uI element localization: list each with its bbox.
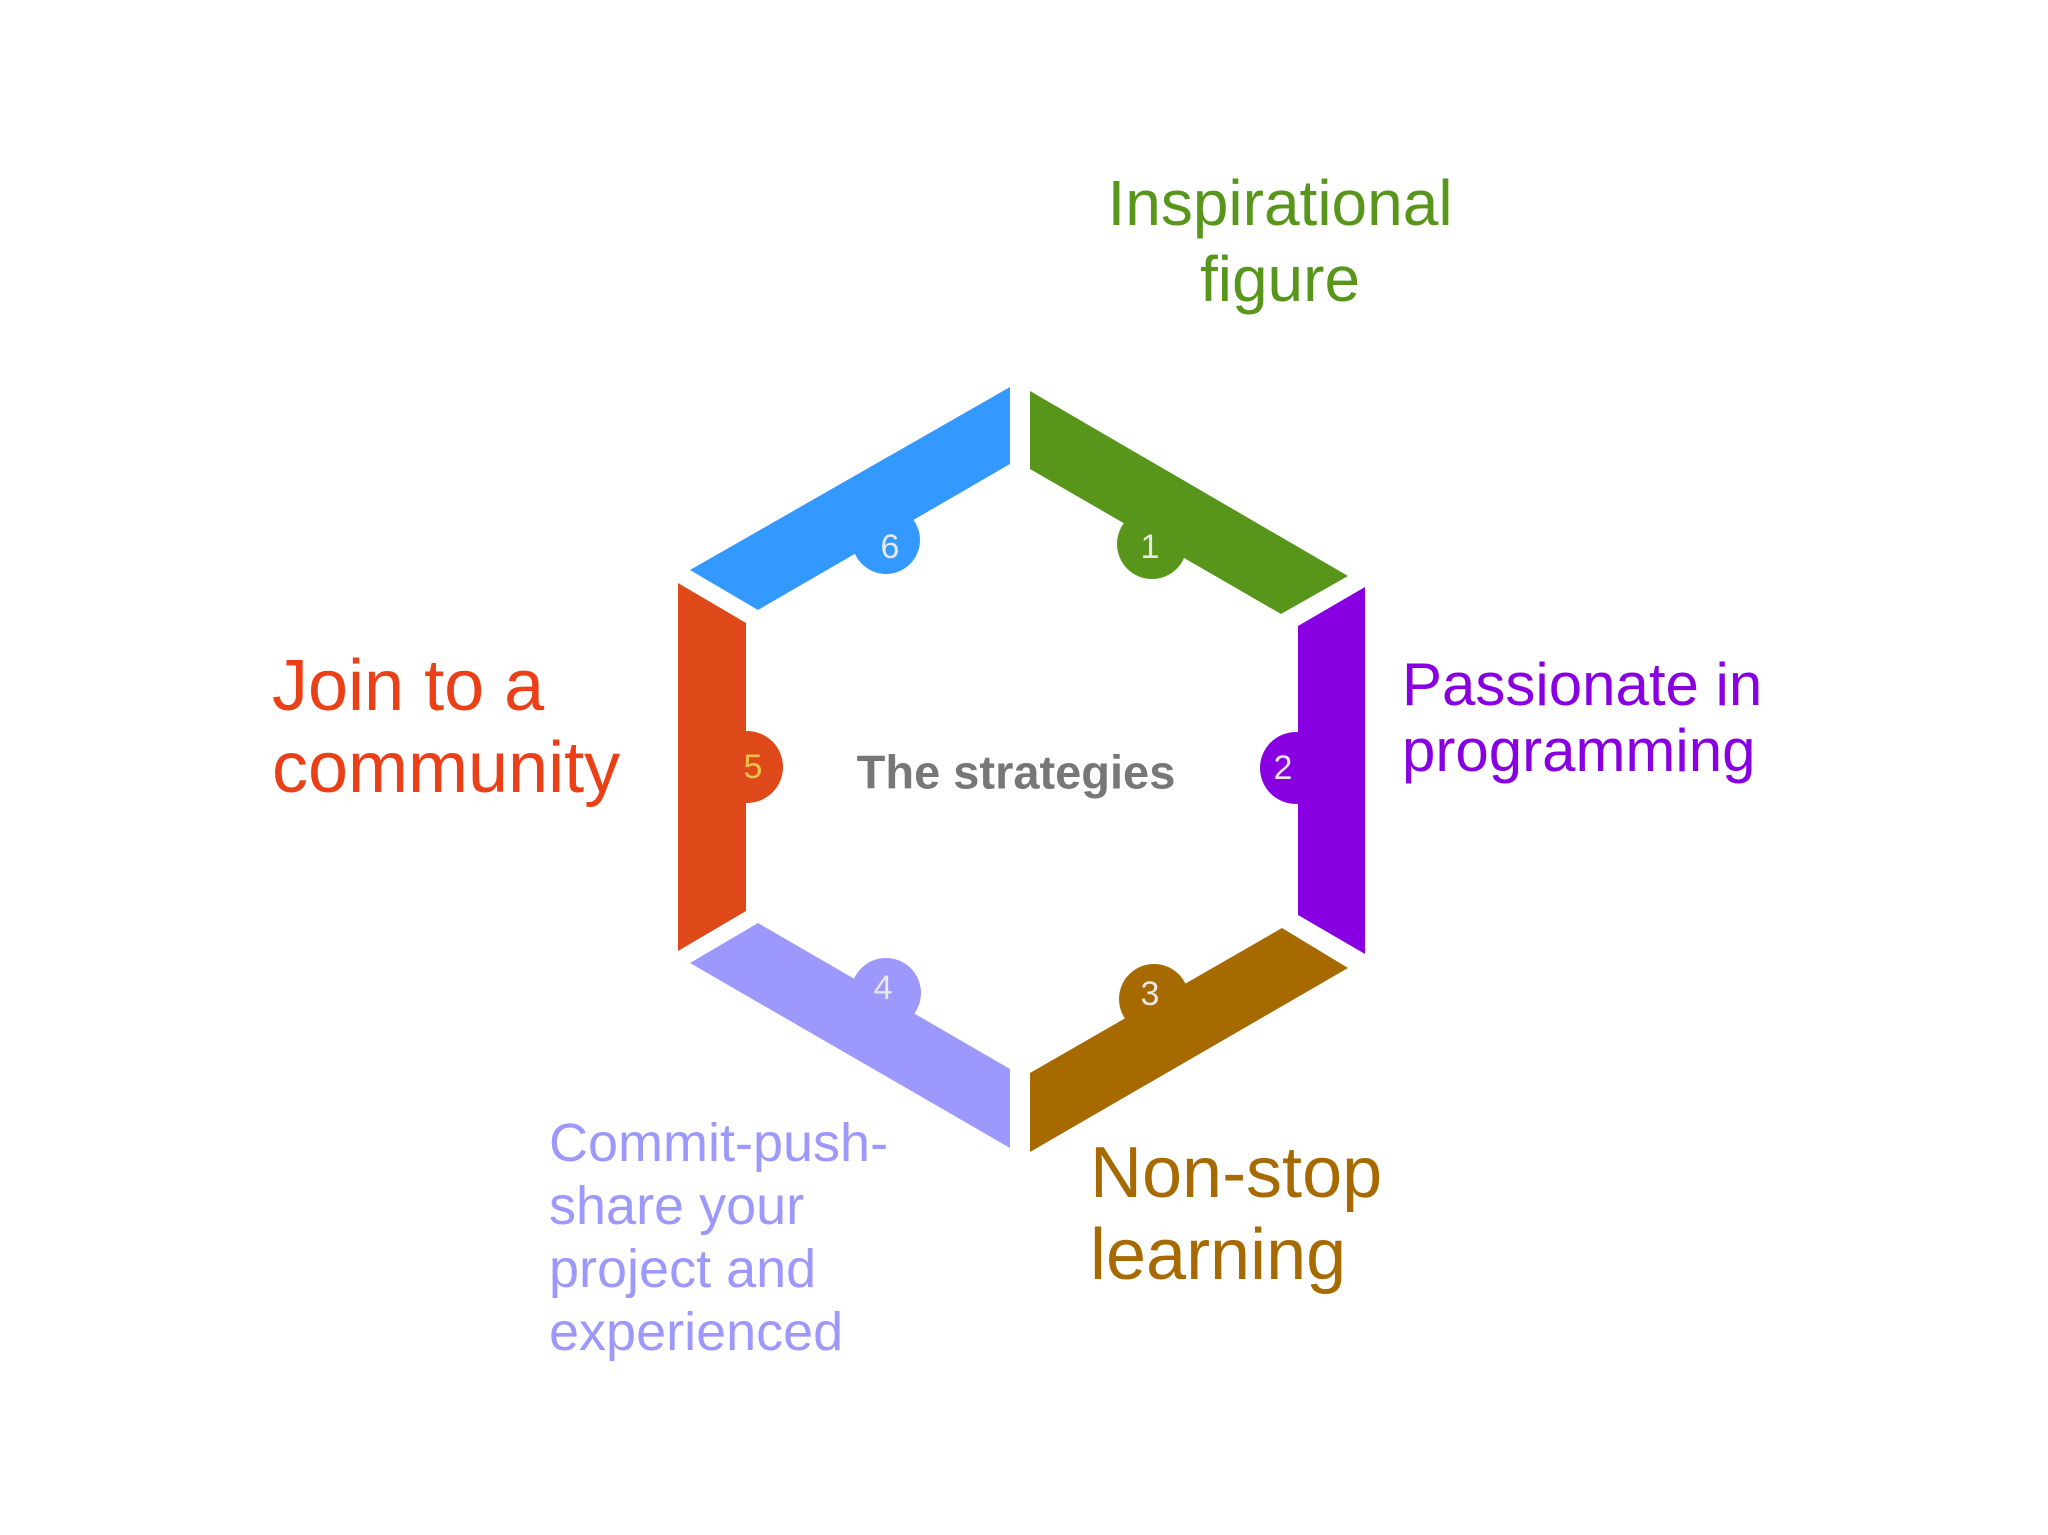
step-4-label-line-4: experienced bbox=[549, 1302, 844, 1362]
step-3-label: Non-stop learning bbox=[1090, 1132, 1382, 1296]
segment-3-bar bbox=[1030, 928, 1348, 1152]
step-1-label-line-2: figure bbox=[1199, 243, 1361, 315]
step-5-label-line-2: community bbox=[272, 728, 621, 808]
segment-5-number: 5 bbox=[744, 748, 763, 786]
segment-3: 3 bbox=[1030, 928, 1348, 1152]
segment-4-badge bbox=[851, 958, 921, 1028]
segment-4-number: 4 bbox=[874, 969, 893, 1007]
step-4-label-line-1: Commit-push- bbox=[549, 1113, 889, 1173]
segment-6: 6 bbox=[690, 387, 1010, 610]
step-5-label-line-1: Join to a bbox=[272, 646, 545, 726]
segment-2-number: 2 bbox=[1274, 749, 1293, 787]
step-4-label: Commit-push- share your project and expe… bbox=[549, 1112, 888, 1364]
segment-2: 2 bbox=[1260, 587, 1365, 954]
step-2-label: Passionate in programming bbox=[1402, 652, 1762, 784]
segment-1-bar bbox=[1030, 391, 1348, 614]
step-2-label-line-2: programming bbox=[1402, 717, 1756, 784]
segment-4-bar bbox=[690, 923, 1010, 1148]
segment-3-number: 3 bbox=[1141, 975, 1160, 1013]
step-1-label-line-1: Inspirational bbox=[1107, 167, 1453, 239]
segment-1-number: 1 bbox=[1141, 528, 1160, 566]
segment-4: 4 bbox=[690, 923, 1010, 1148]
step-1-label: Inspirational figure bbox=[1080, 165, 1480, 317]
segment-5-badge bbox=[711, 731, 783, 803]
step-3-label-line-1: Non-stop bbox=[1090, 1133, 1383, 1213]
segment-2-badge bbox=[1260, 732, 1332, 804]
segment-3-badge bbox=[1119, 964, 1189, 1034]
step-3-label-line-2: learning bbox=[1090, 1215, 1347, 1295]
segment-5: 5 bbox=[678, 583, 783, 951]
segment-6-badge bbox=[852, 506, 920, 574]
center-title: The strategies bbox=[857, 746, 1176, 799]
segment-1: 1 bbox=[1030, 391, 1348, 614]
segment-6-number: 6 bbox=[881, 528, 900, 566]
segment-1-badge bbox=[1117, 509, 1187, 579]
step-4-label-line-3: project and bbox=[549, 1239, 817, 1299]
step-4-label-line-2: share your bbox=[549, 1176, 805, 1236]
step-5-label: Join to a community bbox=[272, 645, 620, 809]
step-2-label-line-1: Passionate in bbox=[1402, 651, 1763, 718]
segment-6-bar bbox=[690, 387, 1010, 610]
